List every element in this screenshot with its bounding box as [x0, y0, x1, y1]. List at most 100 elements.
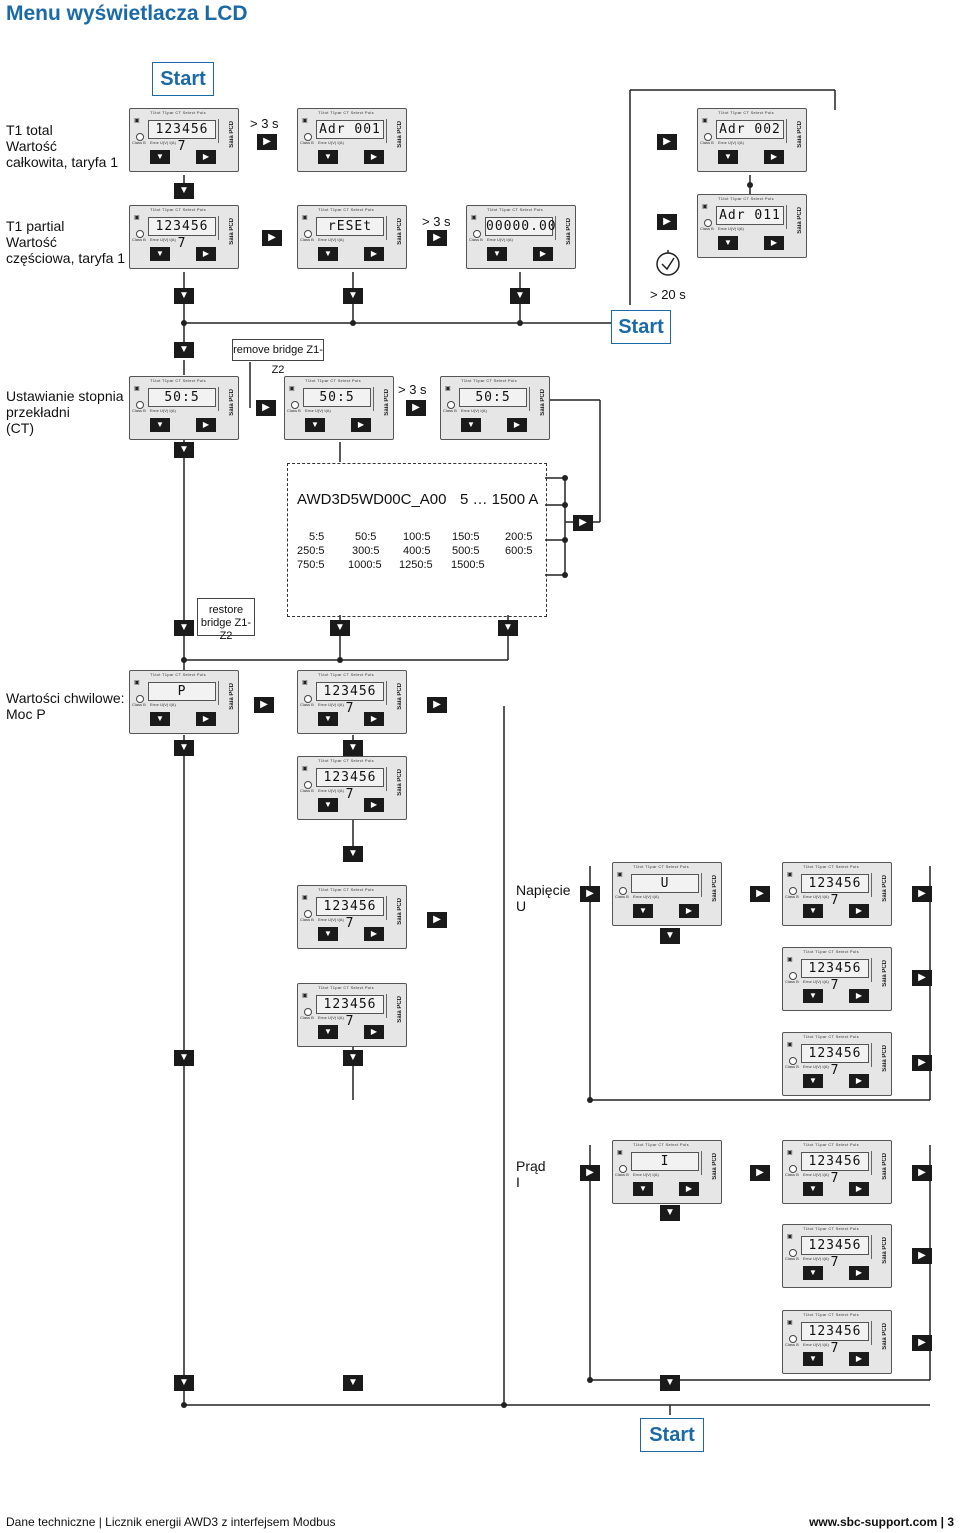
lcd-readout: 123456 7	[148, 217, 216, 251]
right-button-icon: ▶	[849, 1352, 869, 1366]
arrow-right-icon: ▶	[580, 886, 600, 902]
brand-logo: Saia PCD	[397, 121, 403, 148]
meter-footer: Error U(V) I(A)	[461, 408, 487, 413]
lcd-readout: Adr 002	[716, 120, 784, 139]
right-button-icon: ▶	[364, 1025, 384, 1039]
right-button-icon: ▶	[196, 150, 216, 164]
led-indicator-icon	[704, 219, 712, 227]
meter-icon: ▣	[302, 895, 308, 901]
meter-icon: ▣	[617, 872, 623, 878]
down-button-icon: ▼	[803, 1266, 823, 1280]
ct-ratio: 200:5	[505, 531, 533, 543]
down-button-icon: ▼	[318, 712, 338, 726]
phase-bars	[218, 119, 225, 143]
phase-bars	[386, 681, 393, 705]
brand-logo: Saia PCD	[882, 1045, 888, 1072]
meter-footer: Error U(V) I(A)	[318, 237, 344, 242]
meter-icon: ▣	[787, 1042, 793, 1048]
class-label: Class B	[785, 1342, 799, 1347]
meter-header: T1tot T1par CT Select Puls	[718, 110, 774, 115]
arrow-down-icon: ▼	[343, 1375, 363, 1391]
phase-bars	[529, 387, 536, 411]
ct-ratio: 750:5	[297, 559, 325, 571]
meter-icon: ▣	[302, 993, 308, 999]
brand-logo: Saia PCD	[712, 1153, 718, 1180]
lcd-readout: 123456 7	[316, 995, 384, 1029]
phase-bars	[386, 216, 393, 240]
arrow-down-icon: ▼	[660, 928, 680, 944]
timer-label: > 3 s	[422, 214, 451, 229]
phase-bars	[373, 387, 380, 411]
arrow-right-icon: ▶	[657, 134, 677, 150]
class-label: Class B	[469, 237, 483, 242]
down-button-icon: ▼	[803, 1182, 823, 1196]
arrow-down-icon: ▼	[343, 1050, 363, 1066]
class-label: Class B	[132, 408, 146, 413]
row-label-prad: Prąd I	[516, 1158, 546, 1190]
ct-ratio: 500:5	[452, 545, 480, 557]
arrow-down-icon: ▼	[660, 1375, 680, 1391]
meter-footer: Error U(V) I(A)	[318, 917, 344, 922]
right-button-icon: ▶	[764, 150, 784, 164]
class-label: Class B	[300, 788, 314, 793]
arrow-right-icon: ▶	[912, 886, 932, 902]
right-button-icon: ▶	[679, 904, 699, 918]
lcd-readout: 123456 7	[316, 682, 384, 716]
right-button-icon: ▶	[364, 150, 384, 164]
class-label: Class B	[132, 237, 146, 242]
down-button-icon: ▼	[150, 150, 170, 164]
down-button-icon: ▼	[150, 247, 170, 261]
meter-icon: ▣	[702, 204, 708, 210]
meter-header: T1tot T1par CT Select Puls	[803, 1034, 859, 1039]
meter-footer: Error U(V) I(A)	[318, 1015, 344, 1020]
class-label: Class B	[443, 408, 457, 413]
arrow-down-icon: ▼	[660, 1205, 680, 1221]
arrow-right-icon: ▶	[573, 515, 593, 531]
arrow-right-icon: ▶	[257, 134, 277, 150]
brand-logo: Saia PCD	[540, 389, 546, 416]
meter-footer: Error U(V) I(A)	[150, 702, 176, 707]
meter-header: T1tot T1par CT Select Puls	[150, 110, 206, 115]
arrow-right-icon: ▶	[912, 1165, 932, 1181]
down-button-icon: ▼	[318, 150, 338, 164]
meter-footer: Error U(V) I(A)	[633, 1172, 659, 1177]
down-button-icon: ▼	[803, 1074, 823, 1088]
meter-icon: ▣	[134, 680, 140, 686]
ct-ratio: 5:5	[309, 531, 325, 543]
brand-logo: Saia PCD	[797, 121, 803, 148]
led-indicator-icon	[304, 781, 312, 789]
lcd-readout: 123456 7	[801, 959, 869, 993]
phase-bars	[386, 994, 393, 1018]
arrow-right-icon: ▶	[657, 214, 677, 230]
brand-logo: Saia PCD	[229, 121, 235, 148]
lcd-readout: 123456 7	[316, 768, 384, 802]
led-indicator-icon	[136, 401, 144, 409]
down-button-icon: ▼	[718, 150, 738, 164]
phase-bars	[218, 681, 225, 705]
arrow-down-icon: ▼	[174, 740, 194, 756]
brand-logo: Saia PCD	[712, 875, 718, 902]
down-button-icon: ▼	[803, 1352, 823, 1366]
led-indicator-icon	[789, 1165, 797, 1173]
meter-icon: ▣	[289, 386, 295, 392]
meter-icon: ▣	[787, 957, 793, 963]
row-label-moc: Wartości chwilowe: Moc P	[6, 690, 125, 722]
meter-footer: Error U(V) I(A)	[318, 140, 344, 145]
arrow-right-icon: ▶	[912, 970, 932, 986]
arrow-down-icon: ▼	[510, 288, 530, 304]
right-button-icon: ▶	[533, 247, 553, 261]
right-button-icon: ▶	[364, 247, 384, 261]
down-button-icon: ▼	[718, 236, 738, 250]
class-label: Class B	[615, 894, 629, 899]
phase-bars	[871, 1321, 878, 1345]
brand-logo: Saia PCD	[397, 996, 403, 1023]
meter-header: T1tot T1par CT Select Puls	[318, 207, 374, 212]
timer-label: > 20 s	[650, 287, 686, 302]
right-button-icon: ▶	[849, 989, 869, 1003]
meter-header: T1tot T1par CT Select Puls	[718, 196, 774, 201]
